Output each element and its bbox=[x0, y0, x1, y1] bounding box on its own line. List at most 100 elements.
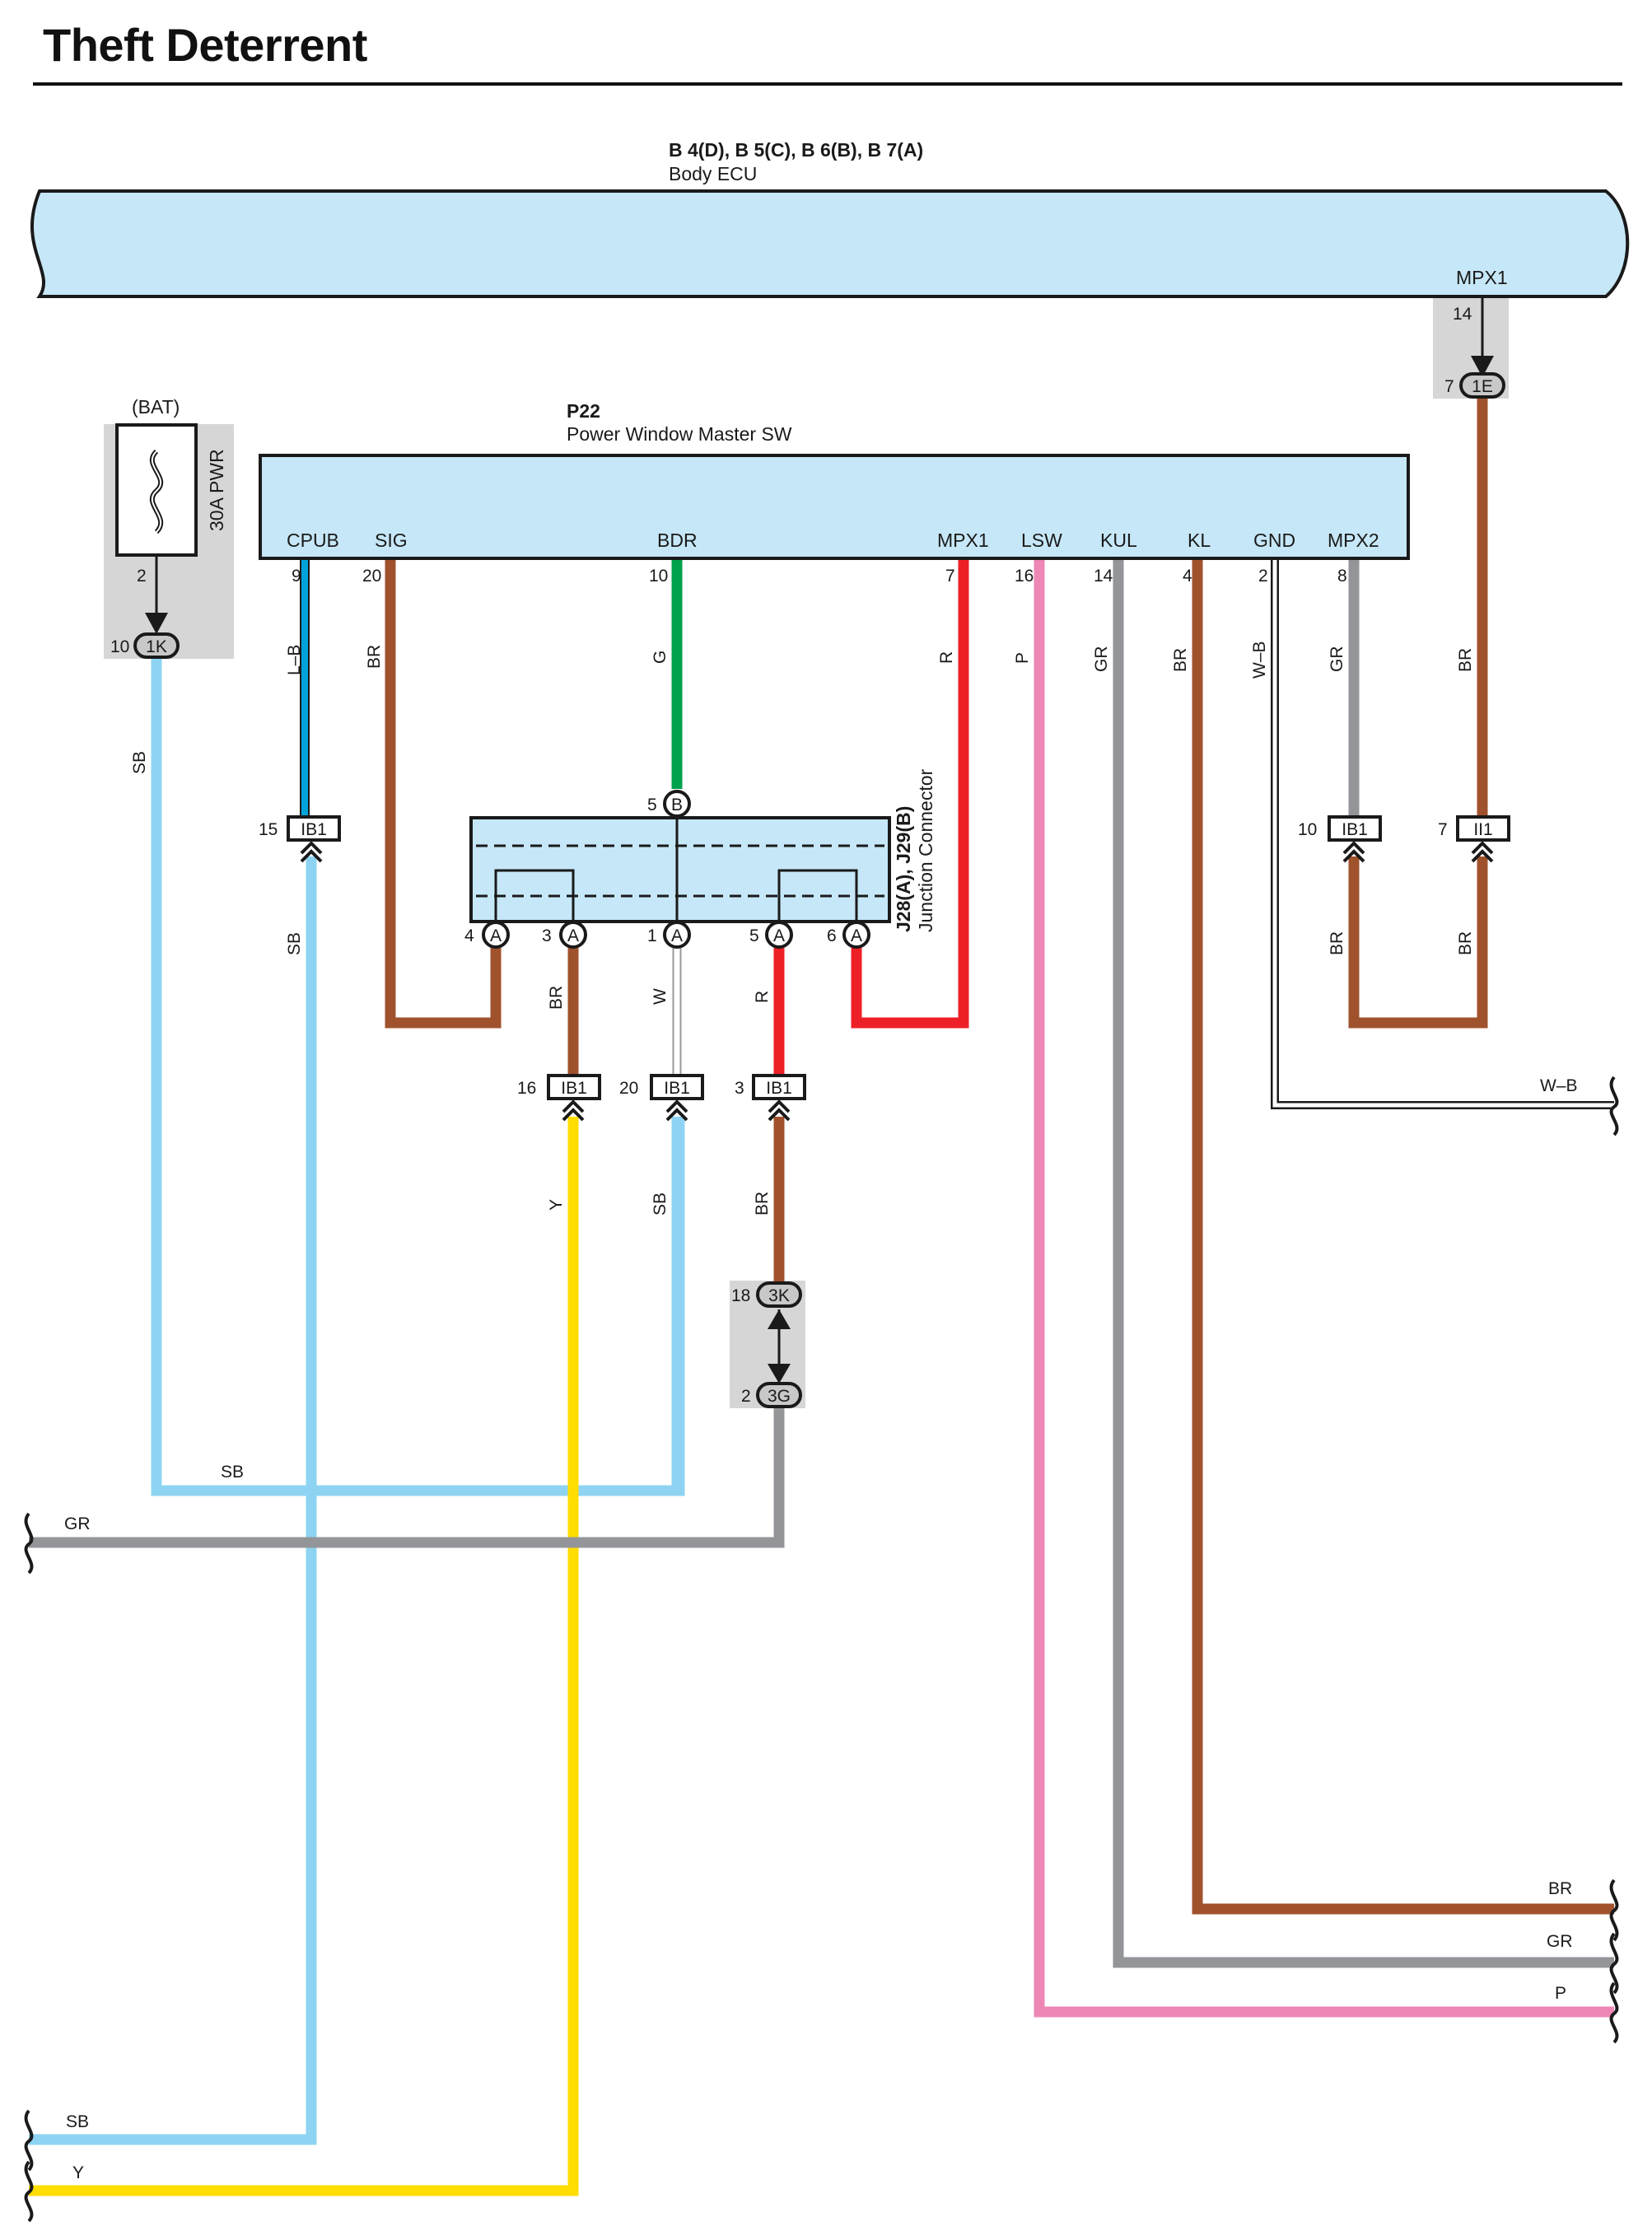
p22-terminal-gnd: GND bbox=[1253, 530, 1295, 551]
conn-3g bbox=[756, 1382, 802, 1408]
page-title: Theft Deterrent bbox=[43, 19, 367, 71]
ii1-7-pin: 7 bbox=[1438, 820, 1448, 839]
p22-name: Power Window Master SW bbox=[567, 423, 792, 445]
break-gr-left bbox=[24, 1512, 34, 1575]
wire-label-sb-cpub: SB bbox=[285, 932, 304, 955]
wire-label-r-mpx1: R bbox=[937, 651, 956, 664]
break-gr bbox=[1609, 1932, 1619, 1995]
wire-label-sb-fuse: SB bbox=[130, 751, 149, 774]
p22-pin-2: 2 bbox=[1258, 567, 1268, 586]
break-wb bbox=[1609, 1076, 1619, 1136]
wire-label-sb-h: SB bbox=[221, 1463, 244, 1482]
fuse-rating: 30A PWR bbox=[206, 449, 227, 531]
mpx1-arrow bbox=[1471, 356, 1494, 377]
wire-label-br-mpx1: BR bbox=[1456, 648, 1475, 672]
conn-1k-id: 1K bbox=[146, 637, 167, 656]
fuse-element-inner bbox=[151, 450, 162, 533]
break-br bbox=[1609, 1878, 1619, 1942]
junction-pin-a5 bbox=[765, 921, 793, 949]
junction-pin-b5-id: B bbox=[671, 796, 683, 814]
wire-p-lsw bbox=[1034, 558, 1614, 2018]
wire-label-wb-out: W–B bbox=[1540, 1076, 1578, 1095]
p22-pin-10: 10 bbox=[649, 567, 668, 586]
wire-label-r-j5: R bbox=[753, 991, 772, 1003]
inline-connector-ib1-20: IB1 20 bbox=[619, 1074, 704, 1122]
inline-connector-ii1-7: II1 7 bbox=[1438, 815, 1510, 863]
junction-pin-b5-num: 5 bbox=[647, 796, 657, 814]
junction-code: J28(A), J29(B) bbox=[893, 806, 914, 932]
wire-label-br-j3: BR bbox=[547, 986, 566, 1010]
conn-3k-pin: 18 bbox=[731, 1286, 750, 1305]
ib1-10-pin: 10 bbox=[1298, 820, 1317, 839]
body-ecu-pin-14: 14 bbox=[1453, 305, 1472, 324]
inline-connector-ib1-16: IB1 16 bbox=[517, 1074, 601, 1122]
p22-pin-7: 7 bbox=[945, 567, 955, 586]
p22-pin-9: 9 bbox=[292, 567, 301, 586]
wire-label-wb: W–B bbox=[1250, 641, 1269, 679]
inline-connector-ib1-15: IB1 15 bbox=[259, 815, 341, 863]
ii1-7-id: II1 bbox=[1473, 820, 1492, 839]
wire-label-p: P bbox=[1013, 652, 1032, 664]
conn-1e-pin: 7 bbox=[1444, 377, 1454, 396]
p22-terminal-kl: KL bbox=[1188, 530, 1211, 551]
junction-pin-a1-id: A bbox=[671, 926, 683, 945]
wire-sb-cpub bbox=[29, 856, 317, 2145]
conn-3k-id: 3K bbox=[768, 1286, 790, 1305]
junction-pin-b5 bbox=[663, 790, 691, 818]
conn-3k bbox=[756, 1281, 802, 1308]
title-rule bbox=[33, 82, 1622, 86]
wire-br-loop bbox=[1348, 856, 1488, 1029]
inline-connector-ib1-3: IB1 3 bbox=[735, 1074, 806, 1122]
fuse-arrow bbox=[145, 613, 168, 634]
conn-1e-id: 1E bbox=[1472, 377, 1493, 396]
p22-code: P22 bbox=[567, 400, 600, 422]
wire-r-mpx1 bbox=[851, 558, 969, 1029]
p22-pin-8: 8 bbox=[1337, 567, 1347, 586]
p22-pin-4: 4 bbox=[1183, 567, 1192, 586]
junction-pin-a6-num: 6 bbox=[827, 926, 837, 945]
conn-3g-arrow bbox=[768, 1364, 791, 1384]
p22-terminal-mpx1: MPX1 bbox=[937, 530, 989, 551]
ib1-20-id: IB1 bbox=[664, 1079, 690, 1098]
p22-terminal-kul: KUL bbox=[1100, 530, 1137, 551]
ib1-20-pin: 20 bbox=[619, 1079, 638, 1098]
body-ecu-terminal-mpx1: MPX1 bbox=[1456, 267, 1508, 288]
wire-label-gr-mpx2: GR bbox=[1328, 646, 1346, 673]
wire-gr-3g bbox=[29, 1408, 785, 1548]
wire-label-br-ib3: BR bbox=[753, 1192, 772, 1216]
wire-label-br-out: BR bbox=[1548, 1879, 1572, 1898]
wire-label-br-kl: BR bbox=[1171, 648, 1190, 672]
junction-pin-a1 bbox=[663, 921, 691, 949]
wire-label-p-out: P bbox=[1555, 1984, 1566, 2003]
ib1-3-id: IB1 bbox=[766, 1079, 792, 1098]
junction-pin-a4-id: A bbox=[490, 926, 502, 945]
wire-br-sig bbox=[385, 558, 502, 1029]
body-ecu-name: Body ECU bbox=[669, 163, 757, 184]
junction-pin-a3-num: 3 bbox=[542, 926, 552, 945]
fuse-pin-out: 2 bbox=[137, 567, 147, 586]
wire-label-y: Y bbox=[547, 1199, 566, 1211]
fuse-source: (BAT) bbox=[132, 396, 180, 418]
p22-pin-16: 16 bbox=[1015, 567, 1034, 586]
break-p bbox=[1609, 1981, 1619, 2044]
ib1-16-id: IB1 bbox=[561, 1079, 587, 1098]
wire-label-br-ib1-10: BR bbox=[1328, 931, 1346, 955]
p22-terminal-lsw: LSW bbox=[1021, 530, 1062, 551]
junction-pin-a3 bbox=[559, 921, 587, 949]
conn-1e bbox=[1459, 372, 1505, 399]
wire-label-lb: L–B bbox=[285, 645, 304, 675]
wire-label-gr-kul: GR bbox=[1092, 646, 1111, 673]
wire-label-br-ii1: BR bbox=[1456, 931, 1475, 955]
p22-pin-20: 20 bbox=[362, 567, 381, 586]
conn-3g-pin: 2 bbox=[741, 1387, 751, 1406]
wire-gr-kul bbox=[1113, 558, 1614, 1968]
p22-terminal-mpx2: MPX2 bbox=[1328, 530, 1379, 551]
wire-label-sb-bottom: SB bbox=[66, 2112, 89, 2131]
break-sb-left bbox=[24, 2109, 34, 2172]
body-ecu-code: B 4(D), B 5(C), B 6(B), B 7(A) bbox=[669, 139, 923, 161]
wire-label-g: G bbox=[651, 651, 670, 664]
inline-connector-ib1-10: IB1 10 bbox=[1298, 815, 1382, 863]
conn-1k bbox=[133, 632, 180, 659]
wire-label-y-bottom: Y bbox=[72, 2163, 84, 2182]
